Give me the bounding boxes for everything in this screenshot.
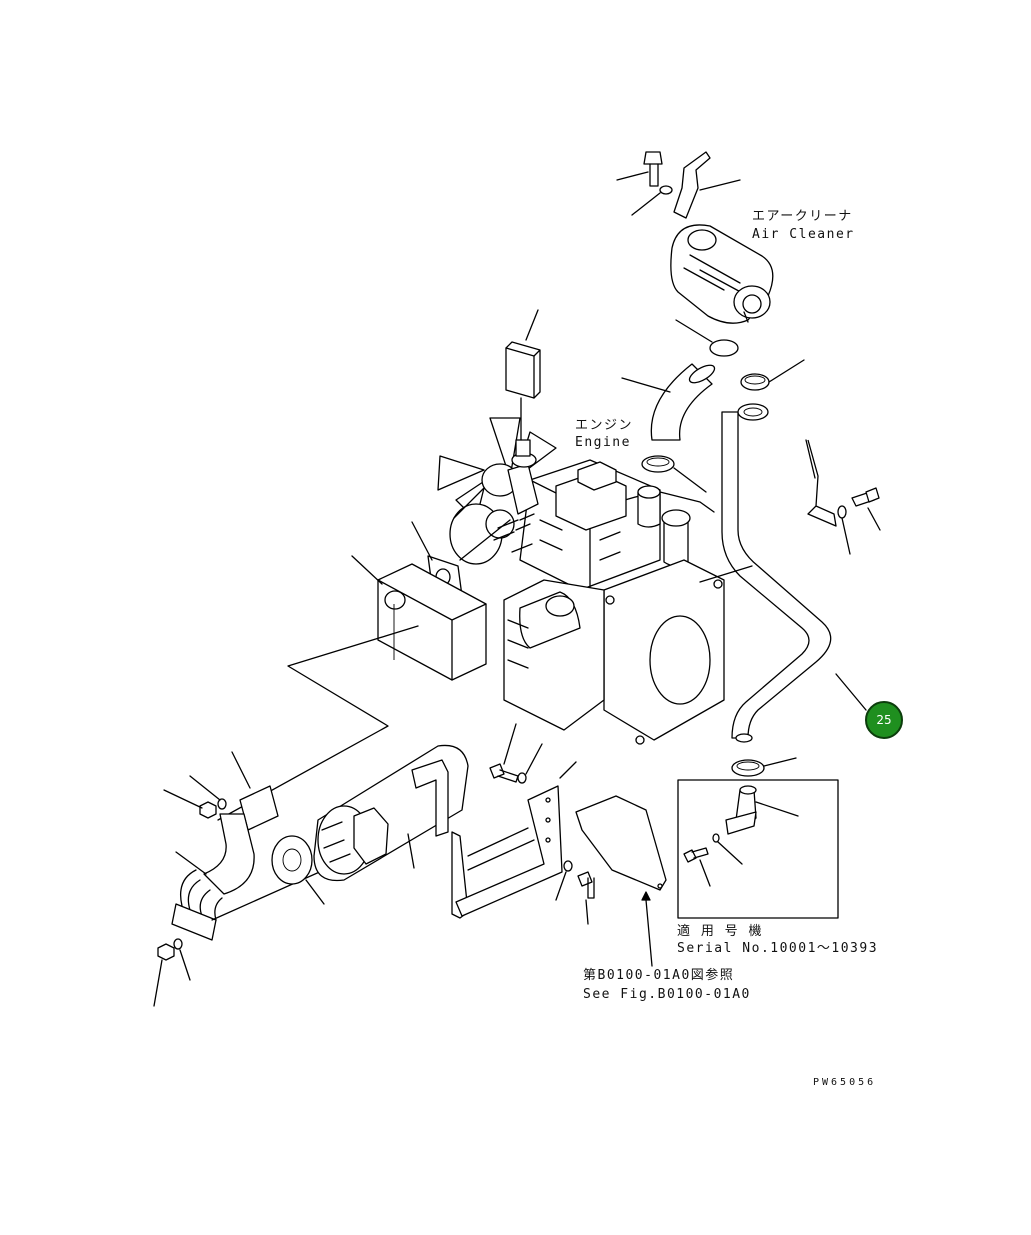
air-cleaner-washer — [631, 185, 673, 216]
manifold-studs — [493, 513, 535, 553]
air-cleaner-label-en: Air Cleaner — [752, 227, 855, 242]
muffler-mount-bracket — [411, 759, 535, 919]
air-cleaner-clamp-upper — [675, 319, 739, 357]
serial-label-jp: 適 用 号 機 — [677, 924, 763, 939]
engine-label-en: Engine — [575, 435, 631, 450]
part-callout-25[interactable]: 25 — [865, 701, 903, 739]
bracket-washer — [837, 505, 851, 555]
hose-clamp-engine — [641, 455, 707, 493]
air-cleaner-bolt — [616, 151, 663, 187]
serial-label-en: Serial No.10001～10393 — [677, 941, 879, 956]
exhaust-routing-line — [217, 625, 419, 821]
fan-pulley — [449, 487, 515, 565]
engine-label-jp: エンジン — [575, 418, 634, 433]
see-fig-label-en: See Fig.B0100-01A0 — [583, 987, 751, 1002]
exhaust-flange-pipe — [171, 751, 325, 941]
air-cleaner-body — [670, 224, 774, 324]
mount-plate-large — [455, 761, 667, 917]
intake-hose-elbow — [621, 363, 716, 441]
long-intake-pipe — [721, 403, 867, 743]
pipe-support-bracket — [805, 439, 837, 527]
serial-inset-box — [677, 779, 839, 919]
mount-bolt-upper — [489, 723, 543, 784]
heat-shield-box — [351, 555, 487, 681]
lower-hose-clamp — [731, 757, 797, 777]
see-fig-label-jp: 第B0100-01A0図参照 — [583, 968, 735, 983]
hose-clamp-2 — [740, 359, 805, 391]
exhaust-nuts-upper — [163, 775, 227, 819]
air-cleaner-label-jp: エアークリーナ — [752, 209, 853, 224]
air-cleaner-bracket — [673, 151, 741, 219]
bracket-bolt — [851, 487, 881, 531]
mount-bolt-lower — [555, 860, 595, 925]
engine-block — [503, 459, 753, 745]
see-fig-leader — [641, 891, 653, 967]
engine-label-plate — [505, 309, 541, 399]
exhaust-gasket-ring — [271, 835, 325, 905]
drawing-code: PW65056 — [813, 1077, 877, 1088]
water-outlet — [507, 397, 539, 515]
exhaust-nuts-lower — [153, 938, 191, 1007]
